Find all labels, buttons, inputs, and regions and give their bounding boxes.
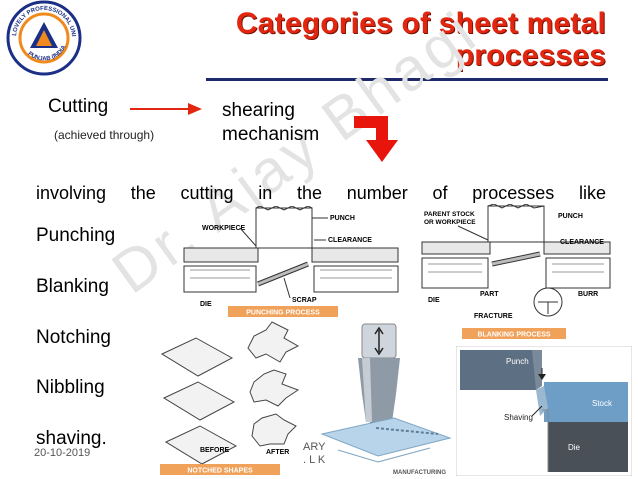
process-item-blanking: Blanking <box>36 276 109 297</box>
process-item-notching: Notching <box>36 327 111 348</box>
shaving-stock-label: Stock <box>592 399 613 408</box>
shaving-die-label: Die <box>568 443 581 452</box>
blanking-process-figure: PARENT STOCK OR WORKPIECE PUNCH CLEARANC… <box>421 204 611 339</box>
right-arrow-icon <box>130 103 202 115</box>
footer-line-1: ARY <box>303 441 326 453</box>
nibbling-figure: MANUFACTURING <box>318 322 454 478</box>
footer-line-2: . L K <box>303 454 326 466</box>
notched-caption: NOTCHED SHAPES <box>187 468 253 475</box>
process-item-punching: Punching <box>36 225 116 246</box>
blanking-part-label: PART <box>480 291 499 298</box>
punching-clearance-label: CLEARANCE <box>328 237 372 244</box>
blanking-fracture-label: FRACTURE <box>474 313 513 320</box>
punching-die-label: DIE <box>200 301 212 308</box>
shaving-shaving-label: Shaving <box>504 413 533 422</box>
shaving-figure: Punch Stock Shaving Die <box>456 346 632 476</box>
punching-process-figure: WORKPIECE PUNCH CLEARANCE DIE SCRAP PUNC… <box>183 206 399 317</box>
cutting-label: Cutting <box>48 96 109 117</box>
processes-sentence: involving the cutting in the number of p… <box>36 183 606 203</box>
blanking-punch-label: PUNCH <box>558 213 583 220</box>
punching-caption: PUNCHING PROCESS <box>246 310 320 317</box>
slide-title: Categories of sheet metal processes <box>166 8 606 72</box>
punching-workpiece-label: WORKPIECE <box>202 225 246 232</box>
process-item-nibbling: Nibbling <box>36 377 105 398</box>
blanking-parent-label: PARENT STOCK <box>424 211 475 218</box>
notched-before-label: BEFORE <box>200 447 230 454</box>
achieved-through-label: (achieved through) <box>54 128 155 142</box>
blanking-die-label: DIE <box>428 297 440 304</box>
footer-text: ARY . L K <box>303 441 325 467</box>
notched-after-label: AFTER <box>266 449 289 456</box>
university-logo: LOVELY PROFESSIONAL UNIVERSITY PUNJAB (I… <box>6 0 82 76</box>
mechanism-label: mechanism <box>222 124 320 145</box>
title-line-2: processes <box>455 39 606 72</box>
blanking-caption: BLANKING PROCESS <box>477 332 550 339</box>
notched-shapes-figure: BEFORE AFTER NOTCHED SHAPES <box>160 321 300 475</box>
shaving-punch-label: Punch <box>506 357 529 366</box>
blanking-clearance-label: CLEARANCE <box>560 239 604 246</box>
shearing-label: shearing <box>222 100 295 121</box>
slide-date: 20-10-2019 <box>34 447 91 459</box>
nibbling-brand-label: MANUFACTURING <box>393 470 446 476</box>
title-line-1: Categories of sheet metal <box>235 7 606 40</box>
process-item-shaving: shaving. <box>36 428 107 449</box>
bent-arrow-icon <box>354 116 398 162</box>
punching-scrap-label: SCRAP <box>292 297 317 304</box>
title-underline <box>206 78 608 81</box>
punching-punch-label: PUNCH <box>330 215 355 222</box>
blanking-burr-label: BURR <box>578 291 598 298</box>
blanking-parent2-label: OR WORKPIECE <box>424 219 476 226</box>
